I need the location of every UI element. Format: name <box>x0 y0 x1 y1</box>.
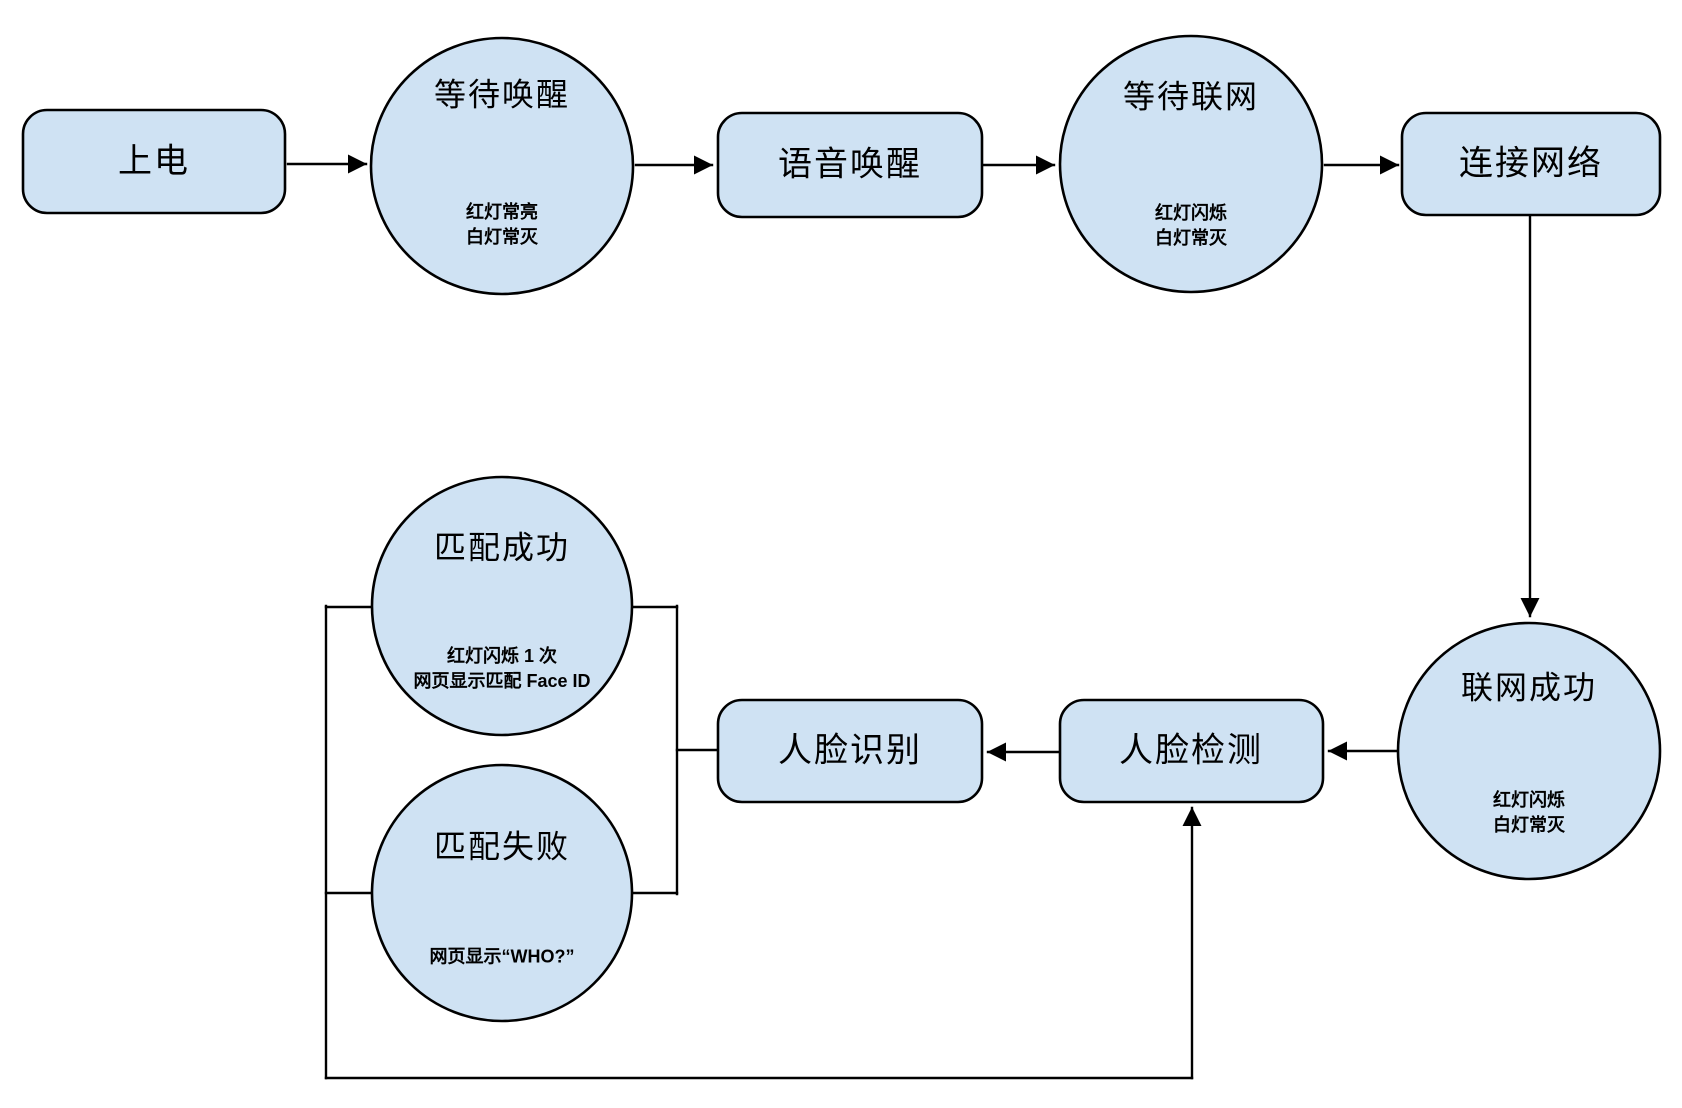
wait-network-title: 等待联网 <box>1122 78 1260 115</box>
match-success-note-2: 网页显示匹配 Face ID <box>413 671 591 691</box>
node-face-detect <box>1058 698 1325 804</box>
wait-network-note-1: 红灯闪烁 <box>1155 203 1227 223</box>
match-success-title: 匹配成功 <box>433 529 571 566</box>
node-match-success <box>370 475 634 737</box>
connector-lines <box>324 604 1194 1080</box>
wait-wake-note-1: 红灯常亮 <box>466 202 538 222</box>
node-voice-wake <box>716 111 984 219</box>
wait-network-notes: 红灯闪烁 白灯常灭 <box>1155 201 1227 251</box>
match-fail-notes: 网页显示“WHO?” <box>430 945 575 970</box>
match-fail-note-1: 网页显示“WHO?” <box>429 946 575 967</box>
wait-wake-note-2: 白灯常灭 <box>466 227 538 247</box>
node-connect-network <box>1400 111 1662 217</box>
node-shapes <box>21 34 1662 1023</box>
node-match-fail <box>370 763 634 1023</box>
match-fail-title: 匹配失败 <box>433 828 571 865</box>
node-face-recognize <box>716 698 984 804</box>
connect-network-label: 连接网络 <box>1459 144 1603 183</box>
network-success-note-2: 白灯常灭 <box>1493 815 1565 835</box>
connector-arrows <box>286 154 1540 1080</box>
network-success-note-1: 红灯闪烁 <box>1493 790 1565 810</box>
wait-wake-title: 等待唤醒 <box>433 76 571 113</box>
network-success-title: 联网成功 <box>1460 669 1598 706</box>
node-network-success <box>1396 621 1662 881</box>
power-on-label: 上电 <box>118 142 190 181</box>
node-wait-wake <box>369 36 635 296</box>
match-success-note-1: 红灯闪烁 1 次 <box>446 646 557 666</box>
wait-wake-notes: 红灯常亮 白灯常灭 <box>466 200 538 250</box>
network-success-notes: 红灯闪烁 白灯常灭 <box>1493 788 1565 838</box>
voice-wake-label: 语音唤醒 <box>778 145 922 184</box>
node-power-on <box>21 108 287 215</box>
node-wait-network <box>1058 34 1324 294</box>
wait-network-note-2: 白灯常灭 <box>1155 228 1227 248</box>
match-success-notes: 红灯闪烁 1 次 网页显示匹配 Face ID <box>413 644 590 694</box>
face-detect-label: 人脸检测 <box>1119 731 1263 770</box>
face-recognize-label: 人脸识别 <box>778 731 922 770</box>
